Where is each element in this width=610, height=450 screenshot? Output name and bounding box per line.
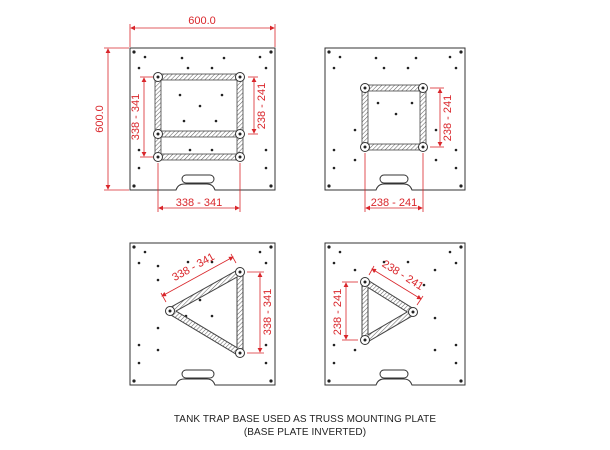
truss-width-label: 238 - 241	[371, 197, 417, 209]
plate-width-label: 600.0	[188, 15, 216, 27]
handle-slot	[181, 174, 215, 184]
truss-node-centres	[363, 86, 425, 149]
truss-height-label: 238 - 241	[332, 289, 344, 335]
mounting-holes	[132, 50, 273, 188]
dimension-lines	[364, 87, 444, 212]
truss-members	[154, 73, 244, 161]
panel-triangle-large: 338 - 341 338 - 341	[129, 242, 276, 386]
truss-members	[168, 268, 244, 357]
truss-node-centres	[168, 270, 242, 355]
dimension-lines	[160, 253, 264, 354]
truss-node-centres	[363, 280, 415, 342]
mounting-holes	[327, 245, 463, 383]
mounting-holes	[327, 50, 463, 188]
handle-slot	[379, 174, 409, 184]
caption-title: TANK TRAP BASE USED AS TRUSS MOUNTING PL…	[173, 414, 437, 425]
truss-members	[361, 84, 427, 151]
truss-node-centres	[156, 75, 242, 159]
panel-triangle-small: 238 - 241 238 - 241	[324, 242, 466, 386]
truss-height-label: 338 - 341	[262, 289, 274, 335]
caption-subtitle: (BASE PLATE INVERTED)	[243, 427, 367, 438]
handle-slot	[379, 369, 409, 379]
truss-nodes	[360, 83, 428, 152]
truss-height-label: 238 - 241	[442, 95, 454, 141]
truss-inner-label: 238 - 241	[256, 83, 268, 129]
dimension-lines	[342, 265, 424, 341]
truss-nodes	[153, 72, 245, 162]
truss-height-label: 338 - 341	[130, 94, 142, 140]
plate-outline	[129, 242, 276, 386]
truss-members	[361, 279, 415, 344]
truss-width-label: 338 - 341	[176, 197, 222, 209]
panel-square-small: 238 - 241 238 - 241	[324, 47, 466, 212]
plate-outline	[129, 47, 276, 191]
plate-outline	[324, 242, 466, 386]
panel-square-large: 600.0 600.0 338 - 341 238 - 241 338 - 34…	[94, 15, 276, 212]
dimension-lines	[104, 24, 276, 212]
handle-slot	[181, 369, 215, 379]
plate-outline	[324, 47, 466, 191]
plate-height-label: 600.0	[94, 105, 106, 133]
truss-members-fill	[168, 269, 243, 356]
